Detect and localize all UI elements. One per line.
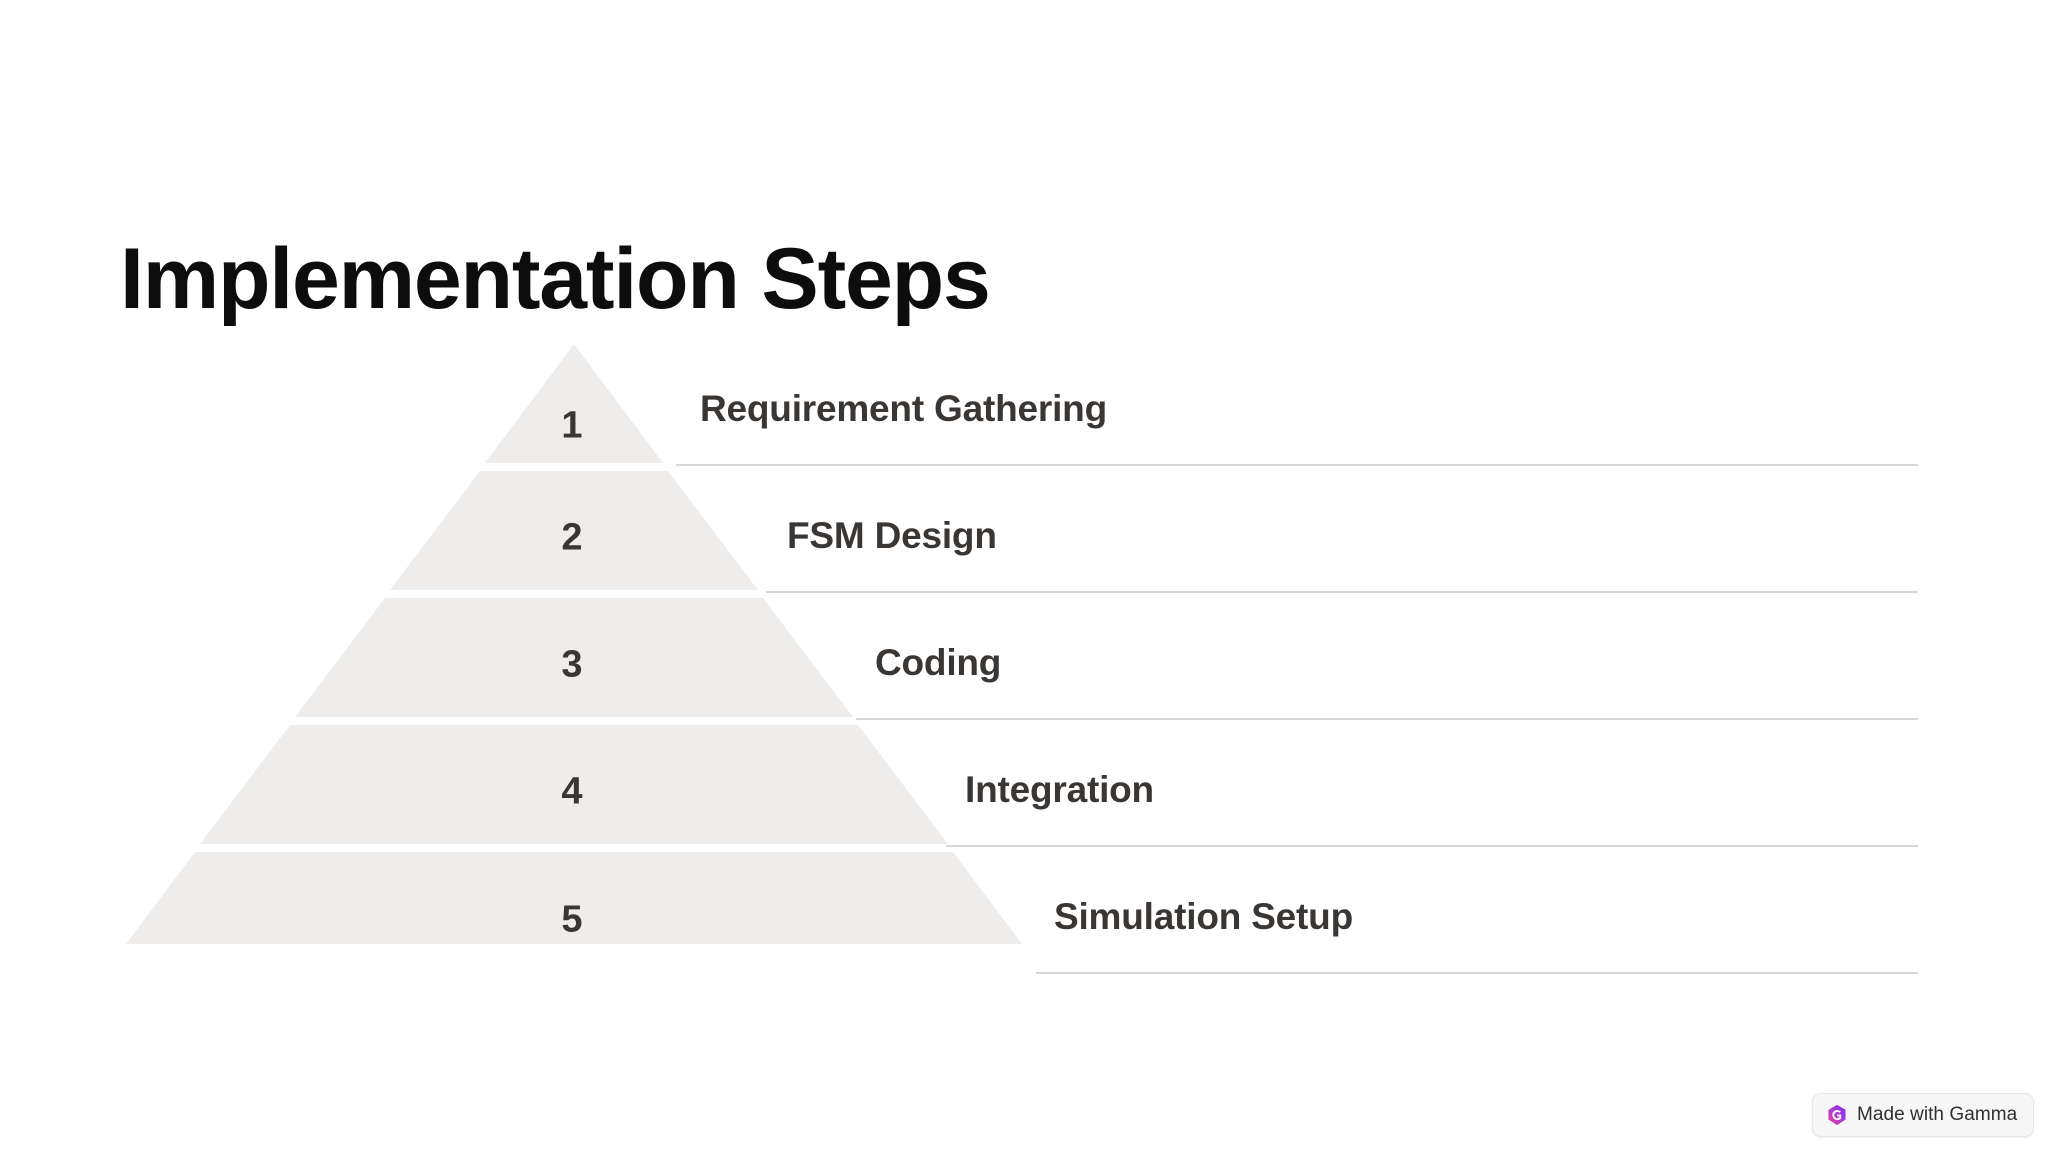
gamma-logo-icon [1828, 1104, 1846, 1126]
pyramid-tier-4-divider [946, 845, 1918, 847]
pyramid-tier-2-divider [766, 591, 1918, 593]
pyramid-tier-4-number: 4 [561, 770, 583, 813]
pyramid-tier-3-shape [295, 598, 853, 717]
pyramid-tier-5-number: 5 [561, 898, 583, 941]
pyramid-tier-4-shape [200, 725, 948, 844]
pyramid-tier-1-number: 1 [561, 404, 583, 447]
pyramid-tier-3-number: 3 [561, 643, 583, 686]
pyramid-shape [126, 344, 1022, 944]
pyramid-tier-2-number: 2 [561, 516, 583, 559]
pyramid-tier-4-label: Integration [965, 769, 1154, 810]
pyramid-tier-5-shape [126, 852, 1022, 944]
pyramid-tier-2-label: FSM Design [787, 515, 997, 556]
pyramid-tier-1-shape [485, 344, 663, 463]
pyramid-tier-3-label: Coding [875, 642, 1002, 683]
pyramid-tier-3-divider [856, 718, 1918, 720]
page-title: Implementation Steps [120, 230, 991, 327]
pyramid-tier-1-divider [676, 464, 1918, 466]
pyramid-tier-5-label: Simulation Setup [1054, 896, 1353, 937]
pyramid-tier-5-divider [1036, 972, 1918, 974]
made-with-gamma-label: Made with Gamma [1857, 1104, 2018, 1125]
pyramid-tier-2-shape [390, 471, 758, 590]
made-with-gamma-badge[interactable]: Made with Gamma [1812, 1093, 2035, 1137]
pyramid-tier-1-label: Requirement Gathering [700, 388, 1107, 429]
